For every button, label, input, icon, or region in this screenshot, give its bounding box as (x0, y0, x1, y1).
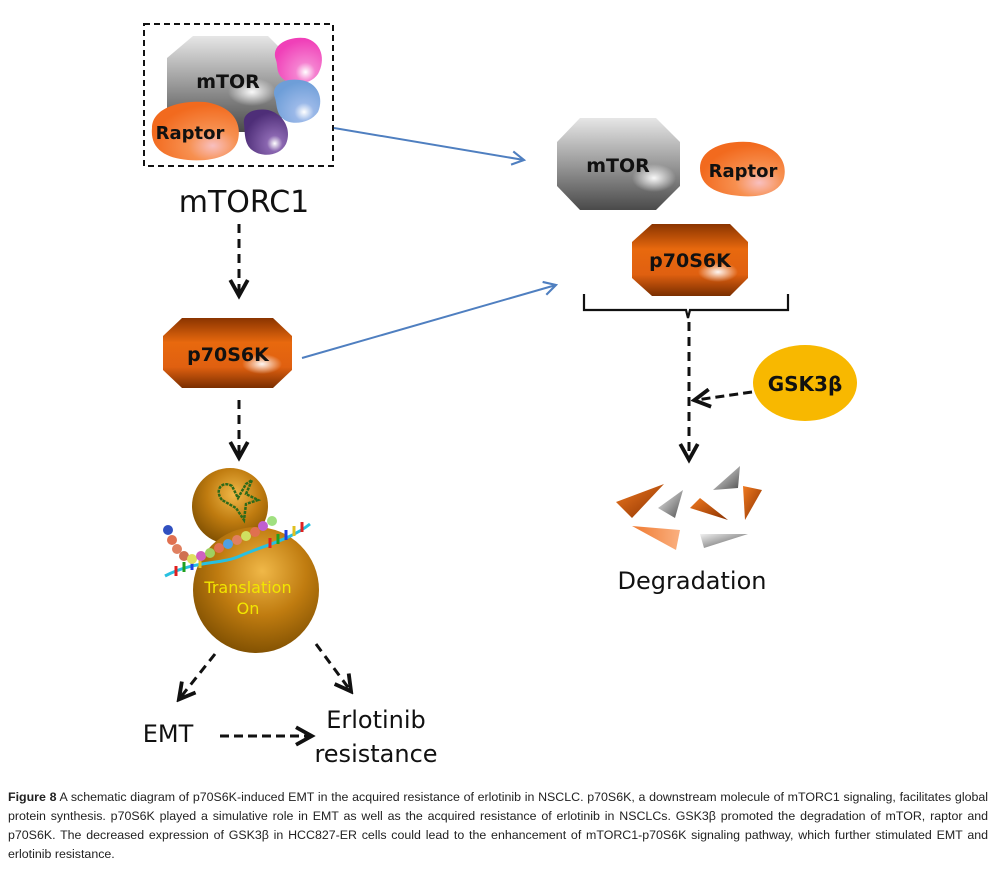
mtorc1-label: mTORC1 (179, 185, 310, 220)
blue-arrow-p70s6k-to-dissociated (301, 280, 559, 359)
dissociated-p70s6k-label: p70S6K (649, 250, 732, 272)
trna-icon (217, 476, 262, 524)
fragment (616, 484, 664, 518)
erlotinib-line2: resistance (314, 740, 437, 768)
ribosome: Translation On (163, 468, 319, 653)
degradation-label: Degradation (618, 567, 767, 595)
erlotinib-line1: Erlotinib (326, 706, 426, 734)
p70s6k-label: p70S6K (187, 344, 270, 366)
raptor-label: Raptor (156, 123, 225, 144)
translation-line1: Translation (203, 578, 291, 597)
dashed-arrow-ribosome-to-emt (180, 653, 217, 698)
pathway-diagram: mTOR Raptor mTORC1 p70S6K (143, 23, 857, 768)
dissociated-components: mTOR Raptor p70S6K (557, 118, 790, 319)
p70s6k-node: p70S6K (163, 318, 292, 388)
fragment (713, 466, 740, 490)
dashed-arrow-gsk3b-inhibition (696, 392, 753, 400)
purple-subunit (243, 109, 288, 155)
blue-subunit (274, 79, 321, 123)
dissociated-p70s6k-shine (698, 262, 738, 282)
gsk3b-label: GSK3β (768, 372, 843, 396)
figure-caption: Figure 8 A schematic diagram of p70S6K-i… (8, 788, 988, 864)
fragment (700, 534, 748, 548)
dissociated-raptor (700, 141, 785, 197)
ribosome-large-subunit (193, 527, 319, 653)
translation-line2: On (237, 599, 260, 618)
gsk3b-node: GSK3β (753, 345, 857, 421)
fragment (743, 486, 762, 520)
dashed-arrow-ribosome-to-erlotinib (314, 643, 350, 690)
peptide-chain (163, 516, 277, 564)
gsk3b-ellipse (753, 345, 857, 421)
mtorc1-complex: mTOR Raptor mTORC1 (143, 23, 334, 220)
caption-text: A schematic diagram of p70S6K-induced EM… (8, 790, 989, 861)
figure-label: Figure 8 (8, 790, 57, 804)
dissociated-raptor-label: Raptor (709, 161, 778, 182)
mrna-bases (174, 522, 304, 576)
raptor-subunit (151, 101, 239, 161)
blue-arrow-complex-to-dissociated (333, 127, 527, 166)
fragment (632, 526, 680, 550)
mtor-label: mTOR (196, 71, 260, 93)
dissociated-mtor-shine (632, 164, 676, 192)
degradation-fragments (616, 466, 762, 550)
emt-label: EMT (143, 720, 194, 748)
pink-subunit (274, 37, 322, 84)
mrna-strand (164, 522, 311, 578)
fragment (690, 498, 728, 520)
fragment (658, 490, 683, 518)
p70s6k-shine (242, 354, 282, 374)
dissociated-mtor-label: mTOR (586, 155, 650, 177)
complex-dashed-box (143, 23, 334, 167)
grouping-bracket (582, 294, 790, 319)
mtor-shine (228, 78, 276, 106)
